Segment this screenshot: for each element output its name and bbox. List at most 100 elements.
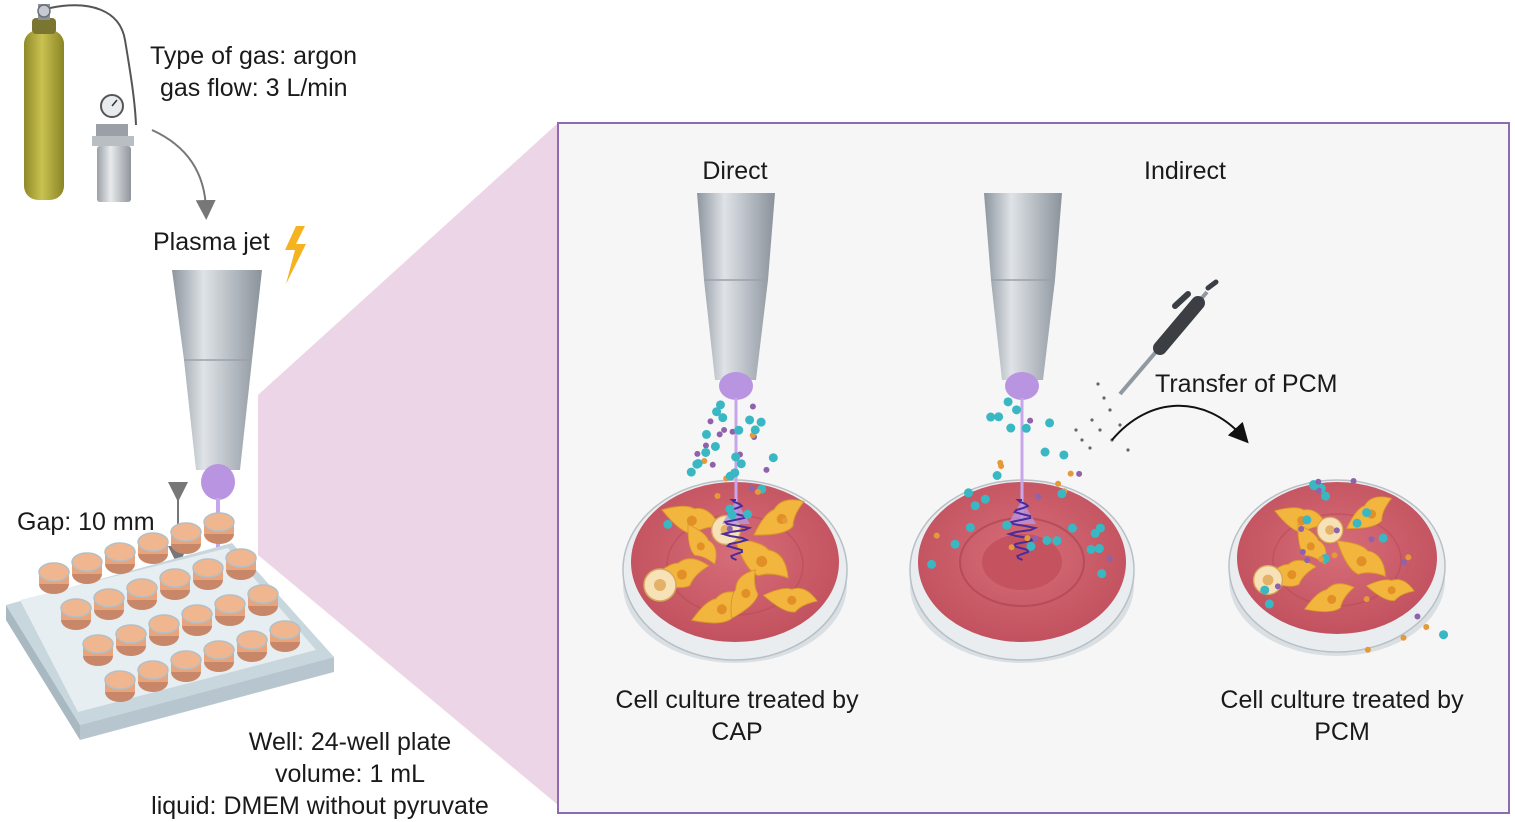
cap-caption-line1: Cell culture treated by — [615, 686, 859, 714]
transfer-arrow — [1111, 404, 1249, 444]
spindle-cell-icon — [730, 569, 759, 620]
species-dot — [1086, 544, 1096, 554]
well-icon — [104, 670, 136, 702]
well-icon — [82, 634, 114, 666]
spray-dot — [1098, 428, 1102, 432]
well-icon — [203, 640, 235, 672]
species-dot — [694, 450, 701, 457]
species-dot — [714, 493, 721, 500]
species-dot — [1040, 447, 1050, 457]
species-dot — [1042, 535, 1052, 545]
spray-dot — [1108, 408, 1112, 412]
plasma-jet-nozzle-icon — [172, 270, 262, 552]
species-dot — [992, 471, 1002, 481]
species-dot — [1363, 596, 1370, 603]
species-dot — [748, 485, 755, 492]
species-dot — [718, 413, 728, 423]
well-volume-label: volume: 1 mL — [274, 760, 426, 788]
species-dot — [1304, 557, 1311, 564]
gas-hose — [49, 4, 137, 126]
species-dot — [756, 417, 766, 427]
well-icon — [115, 624, 147, 656]
spindle-cell-icon — [762, 587, 818, 613]
species-dot — [1006, 423, 1016, 433]
species-dot — [1321, 491, 1331, 501]
indirect-reactive-species — [927, 397, 1113, 579]
lightning-icon — [285, 226, 306, 284]
species-dot — [1264, 599, 1274, 609]
species-dot — [1400, 559, 1407, 566]
species-dot — [754, 488, 761, 495]
species-dot — [1094, 544, 1104, 554]
species-dot — [701, 429, 711, 439]
species-dot — [1012, 405, 1022, 415]
species-dot — [781, 517, 788, 524]
species-dot — [712, 407, 722, 417]
species-dot — [707, 418, 714, 425]
pcm-caption-line2: PCM — [1314, 718, 1370, 746]
species-dot — [1315, 478, 1322, 485]
gap-label: Gap: 10 mm — [17, 508, 155, 536]
species-dot — [1362, 508, 1372, 518]
species-dot — [1298, 526, 1305, 533]
spindle-cell-icon — [1336, 540, 1387, 577]
species-dot — [1274, 583, 1281, 590]
indirect-dish-icon — [909, 479, 1135, 663]
spindle-cell-icon — [1365, 579, 1415, 602]
pipette-spray-dots — [1074, 382, 1130, 452]
round-cell-icon — [1316, 516, 1344, 544]
species-dot — [986, 412, 996, 422]
well-icon — [170, 522, 202, 554]
spray-dot — [1102, 396, 1106, 400]
spray-dot — [1090, 418, 1094, 422]
species-dot — [1352, 518, 1362, 528]
well-plate-label: Well: 24-well plate — [248, 728, 452, 756]
well-icon — [38, 562, 70, 594]
species-dot — [1106, 555, 1113, 562]
species-dot — [702, 442, 709, 449]
indirect-nozzle-icon — [984, 193, 1062, 561]
species-dot — [663, 519, 673, 529]
species-dot — [1045, 418, 1055, 428]
species-dot — [1057, 489, 1067, 499]
pcm-caption-line1: Cell culture treated by — [1220, 686, 1464, 714]
spindle-cell-icon — [687, 523, 717, 565]
species-dot — [1331, 552, 1338, 559]
cap-caption-line2: CAP — [711, 718, 763, 746]
species-dot — [750, 425, 760, 435]
direct-title: Direct — [702, 157, 768, 185]
species-dot — [1414, 613, 1421, 620]
spindle-cell-icon — [1297, 523, 1327, 565]
well-icon — [269, 620, 301, 652]
well-icon — [126, 578, 158, 610]
species-dot — [933, 532, 940, 539]
species-dot — [686, 467, 696, 477]
well-liquid-label: liquid: DMEM without pyruvate — [151, 792, 489, 820]
species-dot — [1097, 569, 1107, 579]
well-icon — [159, 568, 191, 600]
species-dot — [1055, 480, 1062, 487]
spindle-cell-icon — [733, 538, 789, 579]
well-icon — [236, 630, 268, 662]
species-dot — [1090, 528, 1100, 538]
well-icon — [71, 552, 103, 584]
species-dot — [1400, 634, 1407, 641]
species-dot — [768, 453, 778, 463]
well-icon — [137, 532, 169, 564]
species-dot — [726, 525, 733, 532]
well-icon — [225, 548, 257, 580]
species-dot — [1318, 556, 1325, 563]
gas-flow-label: gas flow: 3 L/min — [160, 74, 348, 102]
argon-cylinder-icon — [24, 4, 64, 200]
gas-type-label: Type of gas: argon — [150, 42, 358, 70]
spray-dot — [1126, 448, 1130, 452]
pcm-reactive-species — [1260, 478, 1449, 653]
species-dot — [1076, 470, 1083, 477]
plasma-jet-label: Plasma jet — [153, 228, 270, 256]
species-dot — [1260, 585, 1270, 595]
spray-dot — [1080, 438, 1084, 442]
species-dot — [1067, 523, 1077, 533]
species-dot — [1439, 630, 1449, 640]
species-dot — [1008, 544, 1015, 551]
